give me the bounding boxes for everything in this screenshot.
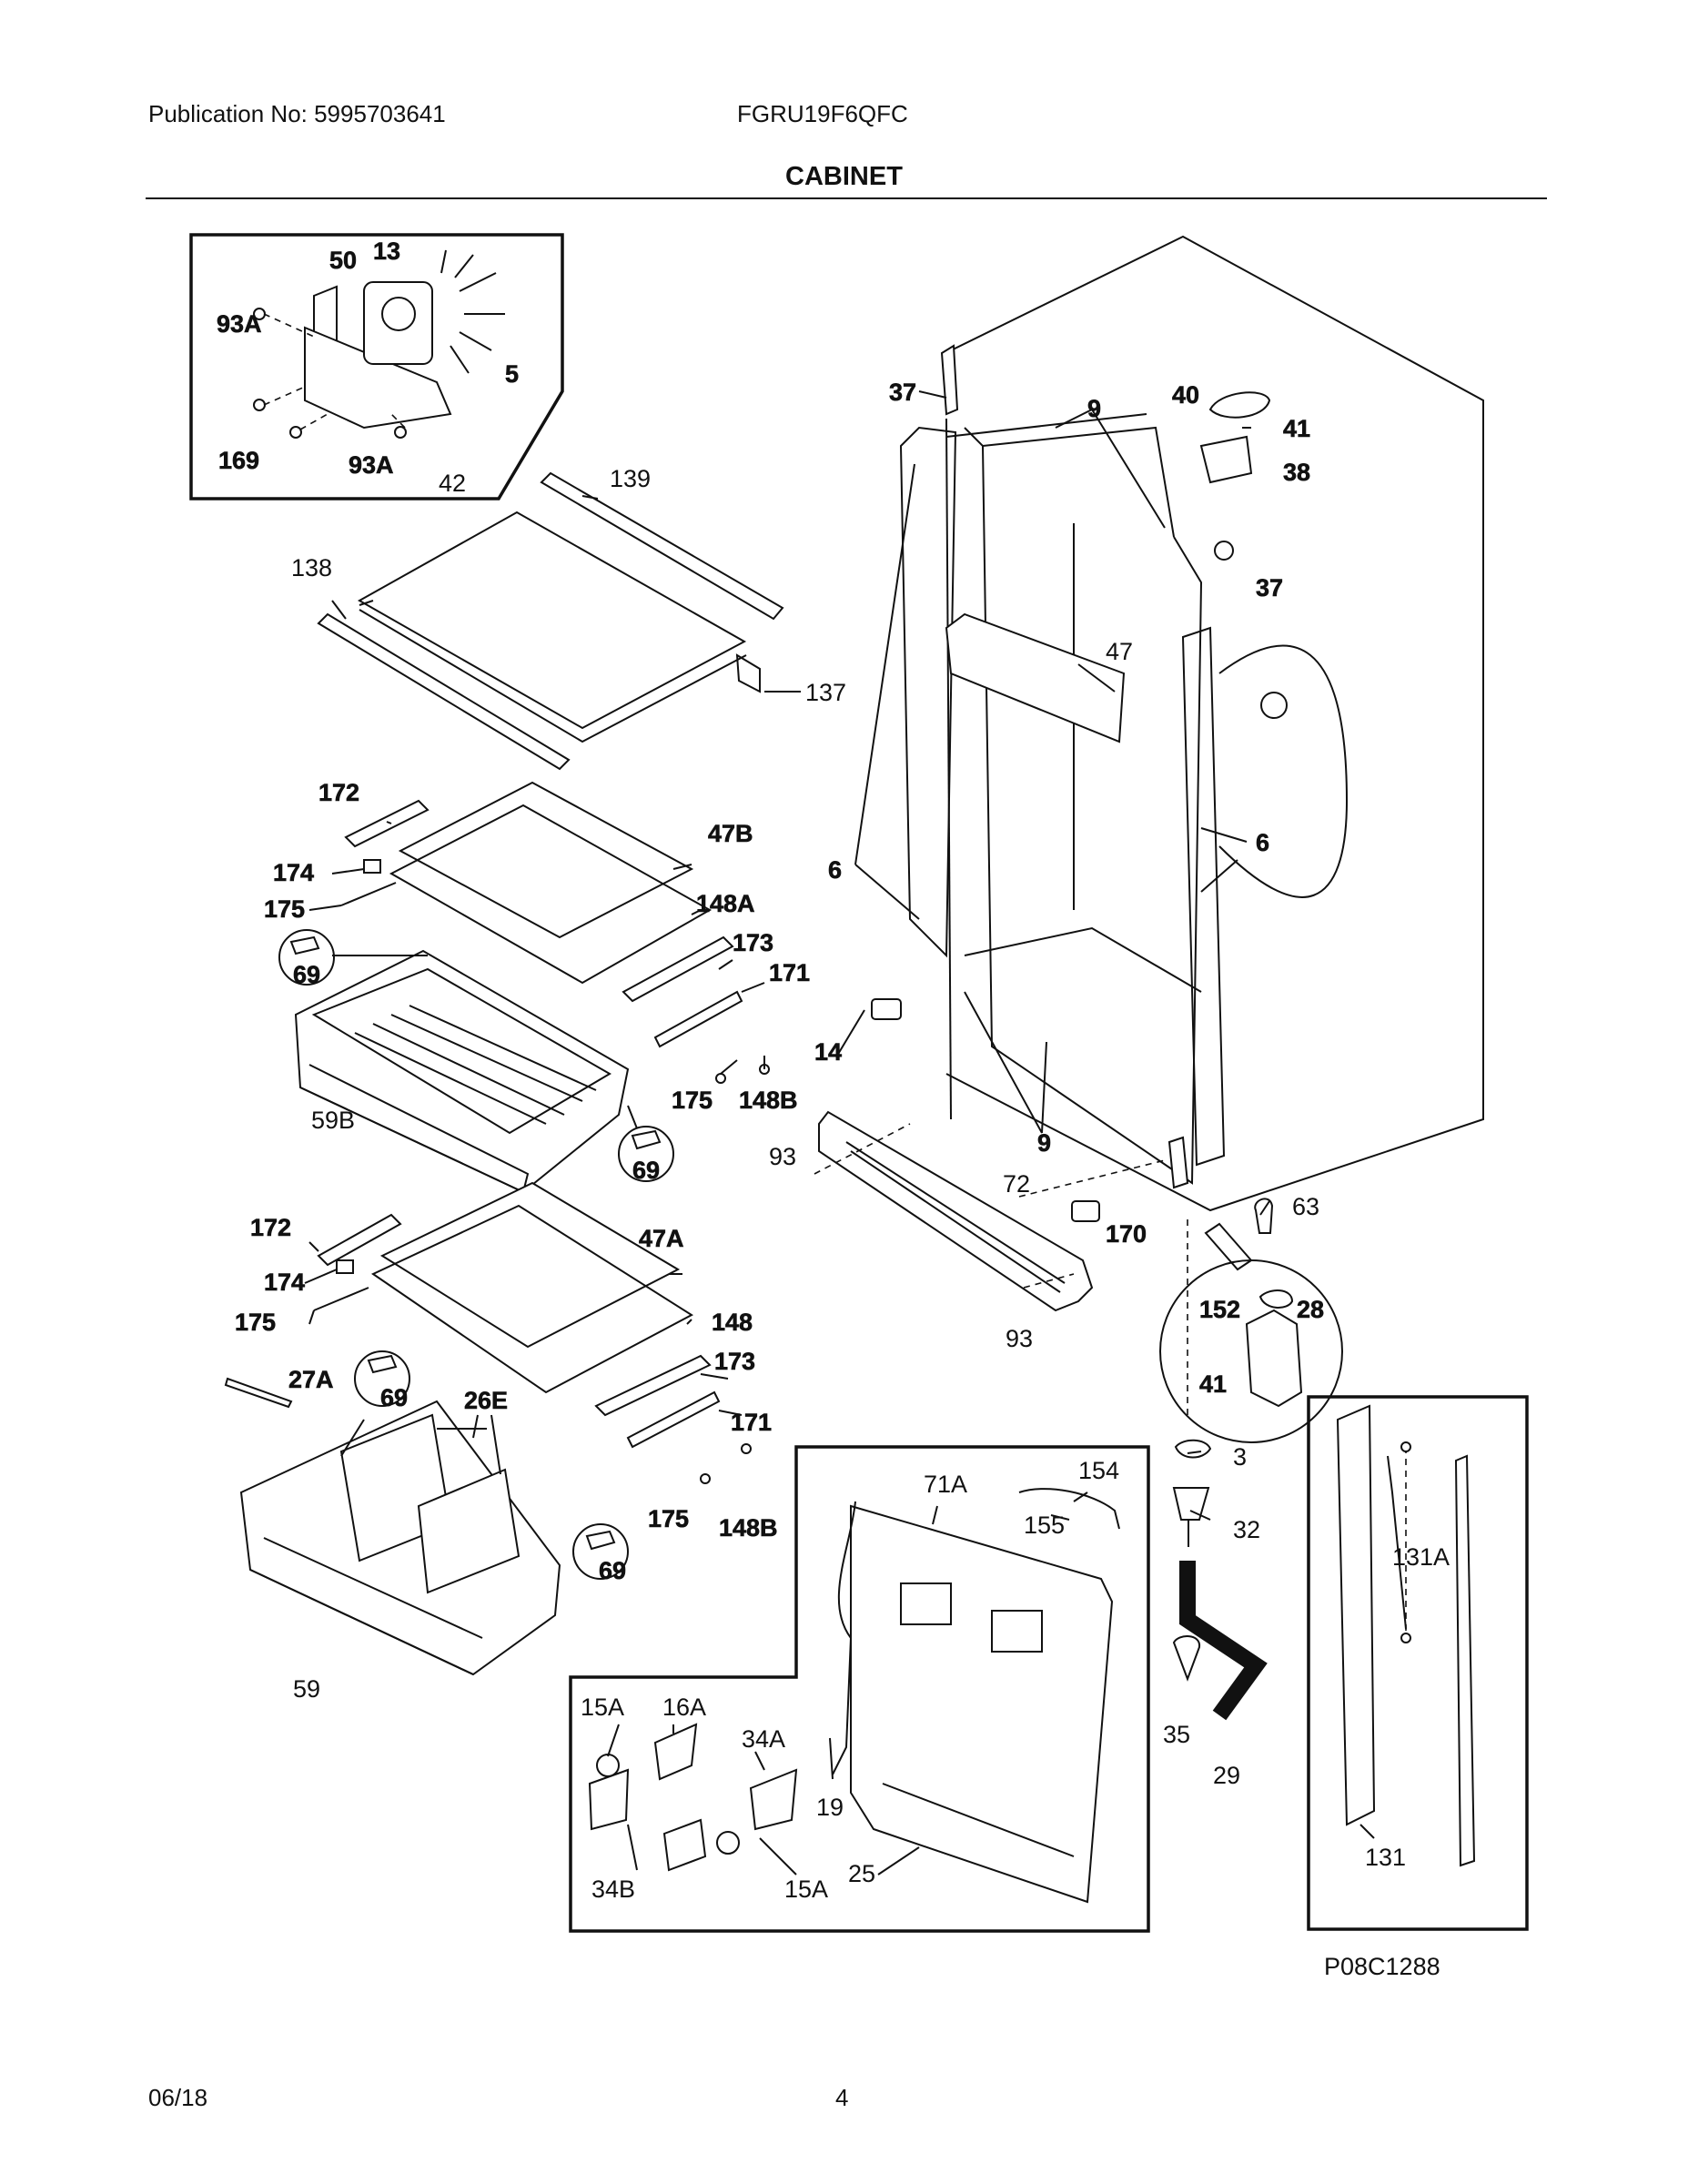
callout-47A: 47A [639, 1225, 684, 1252]
callout-9: 9 [1087, 395, 1101, 422]
callout-171: 171 [769, 959, 810, 986]
callout-25: 25 [848, 1860, 875, 1887]
callout-32: 32 [1233, 1516, 1260, 1543]
top-shelf-assembly [317, 471, 784, 771]
bottom-basket-59 [224, 1377, 561, 1676]
callout-170: 170 [1106, 1220, 1147, 1248]
header-rule [146, 197, 1547, 199]
callout-172: 172 [250, 1214, 291, 1241]
callout-59: 59 [293, 1675, 320, 1703]
callout-34A: 34A [742, 1725, 785, 1753]
publication-date: 06/18 [148, 2084, 208, 2111]
callout-175: 175 [672, 1087, 713, 1114]
callout-13: 13 [373, 238, 400, 265]
drain-tube-29 [1172, 1561, 1268, 1721]
publication-number: Publication No: 5995703641 [148, 100, 446, 127]
callout-154: 154 [1078, 1457, 1119, 1484]
callout-circle-69 [354, 1350, 410, 1407]
callout-137: 137 [805, 679, 846, 706]
callout-69: 69 [632, 1157, 660, 1184]
callout-93A: 93A [217, 310, 262, 338]
callout-171: 171 [731, 1409, 772, 1436]
callout-6: 6 [828, 856, 842, 884]
callout-93: 93 [769, 1143, 796, 1170]
section-title: CABINET [785, 162, 903, 191]
page-number: 4 [835, 2084, 849, 2111]
callout-148B: 148B [739, 1087, 798, 1114]
fan-motor-inset [189, 233, 564, 500]
callout-circle-69 [572, 1523, 629, 1580]
callout-69: 69 [293, 961, 320, 988]
callout-9: 9 [1037, 1129, 1051, 1157]
callout-28: 28 [1297, 1296, 1324, 1323]
callout-40: 40 [1172, 381, 1199, 409]
model-number: FGRU19F6QFC [737, 100, 908, 127]
callout-71A: 71A [924, 1471, 967, 1498]
rails-inset [1307, 1395, 1529, 1931]
callout-42: 42 [439, 470, 466, 497]
callout-148A: 148A [696, 890, 755, 917]
callout-26E: 26E [464, 1387, 508, 1414]
callout-circle-69 [618, 1126, 674, 1182]
callout-labels: 50 13 93A 5 169 93A 42 139 138 137 172 1… [217, 238, 1450, 1980]
callout-15A: 15A [581, 1694, 624, 1721]
shelf-47B-assembly [340, 781, 770, 1084]
callout-37: 37 [889, 379, 916, 406]
callout-152: 152 [1199, 1296, 1240, 1323]
callout-19: 19 [816, 1794, 844, 1821]
crisper-drawer-59B [294, 949, 630, 1194]
callout-59B: 59B [311, 1107, 355, 1134]
callout-148: 148 [712, 1309, 753, 1336]
grille-72 [814, 998, 1166, 1312]
callout-93A: 93A [349, 451, 394, 479]
callout-63: 63 [1292, 1193, 1319, 1220]
callout-27A: 27A [288, 1366, 334, 1393]
callout-29: 29 [1213, 1762, 1240, 1789]
callout-41: 41 [1283, 415, 1310, 442]
shelf-47A-assembly [313, 1181, 752, 1484]
callout-circle-69 [278, 929, 335, 986]
callout-69: 69 [599, 1557, 626, 1584]
callout-50: 50 [329, 247, 357, 274]
cabinet-shell [899, 235, 1484, 1212]
callout-69: 69 [380, 1384, 408, 1411]
callout-47B: 47B [708, 820, 753, 847]
back-panel-inset [569, 1445, 1150, 1933]
callout-41: 41 [1199, 1370, 1227, 1398]
callout-16A: 16A [662, 1694, 706, 1721]
callout-6: 6 [1256, 829, 1269, 856]
callout-37: 37 [1256, 574, 1283, 602]
callout-131A: 131A [1392, 1543, 1450, 1571]
callout-148B: 148B [719, 1514, 778, 1542]
diagram-code: P08C1288 [1324, 1953, 1440, 1980]
callout-175: 175 [264, 895, 305, 923]
callout-93: 93 [1006, 1325, 1033, 1352]
callout-35: 35 [1163, 1721, 1190, 1748]
callout-169: 169 [218, 447, 259, 474]
callout-155: 155 [1024, 1512, 1065, 1539]
callout-172: 172 [318, 779, 359, 806]
callout-174: 174 [264, 1269, 305, 1296]
callout-72: 72 [1003, 1170, 1030, 1198]
callout-175: 175 [648, 1505, 689, 1532]
callout-34B: 34B [591, 1876, 635, 1903]
callout-15A: 15A [784, 1876, 828, 1903]
callout-131: 131 [1365, 1844, 1406, 1871]
callout-47: 47 [1106, 638, 1133, 665]
callout-139: 139 [610, 465, 651, 492]
callout-173: 173 [714, 1348, 755, 1375]
callout-173: 173 [733, 929, 773, 956]
callout-138: 138 [291, 554, 332, 581]
callout-3: 3 [1233, 1443, 1247, 1471]
callout-174: 174 [273, 859, 314, 886]
callout-14: 14 [814, 1038, 842, 1066]
callout-175: 175 [235, 1309, 276, 1336]
leader-lines [304, 390, 1407, 1876]
hinge-detail [1159, 1198, 1343, 1547]
callout-38: 38 [1283, 459, 1310, 486]
callout-5: 5 [505, 360, 519, 388]
